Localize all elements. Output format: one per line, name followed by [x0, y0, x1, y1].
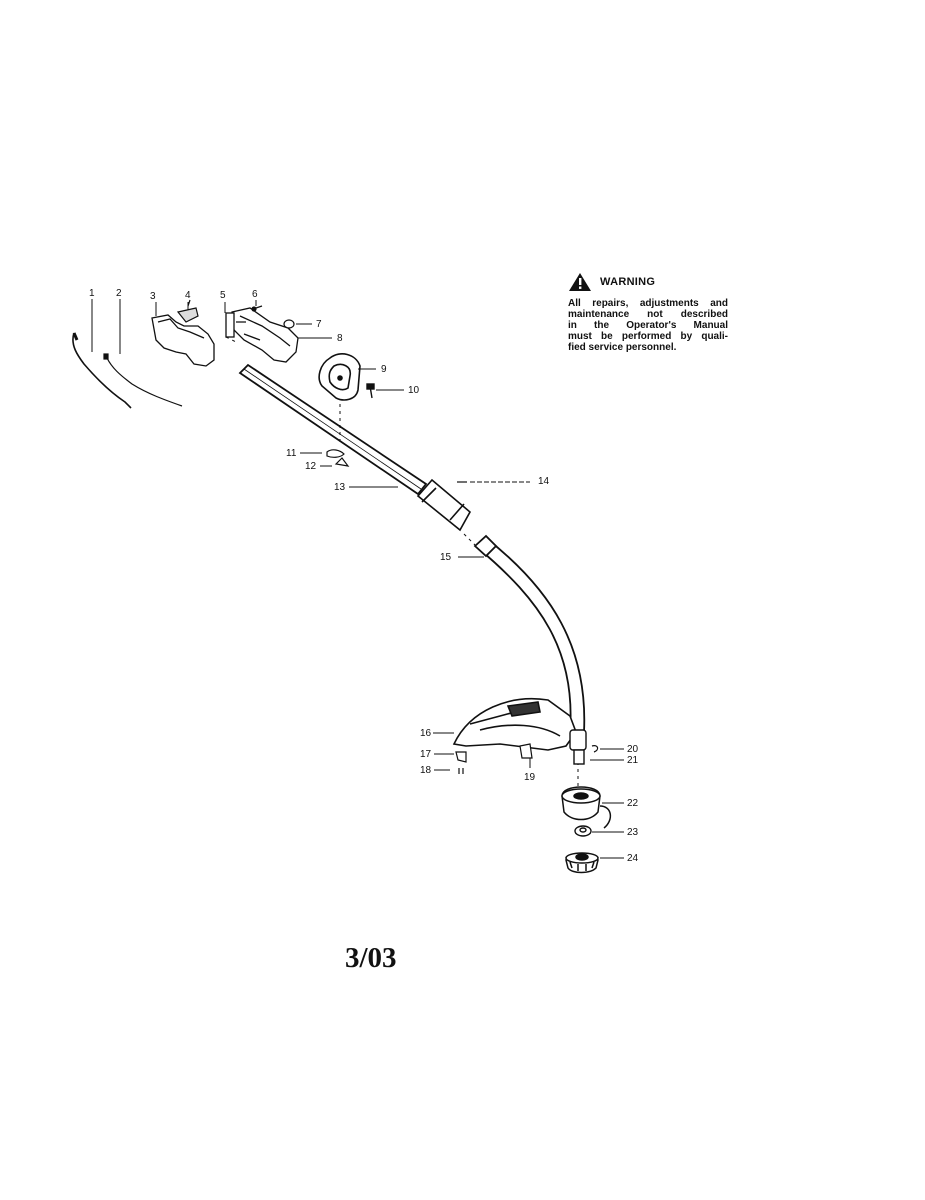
callout-24: 24: [627, 853, 639, 864]
warning-notice: WARNING All repairs, adjustments and mai…: [568, 272, 728, 353]
callout-numbers: 1 2 3 4 5 6 7 8 9 10 11 12 13 14 15 16 1…: [89, 288, 639, 864]
callout-18: 18: [420, 765, 432, 776]
date-code: 3/03: [345, 942, 397, 974]
part-line-cutter: [519, 743, 533, 759]
callout-22: 22: [627, 798, 639, 809]
part-bump-knob: [565, 852, 599, 874]
part-bolt: [366, 383, 375, 399]
part-gearhead: [569, 729, 587, 765]
part-wing-nut: [334, 457, 350, 467]
warning-triangle-icon: [569, 273, 591, 291]
part-trimmer-head: [561, 786, 612, 829]
part-guard-clip: [455, 751, 467, 763]
warning-line: must be performed by quali-: [568, 331, 728, 342]
part-knob: [326, 449, 345, 458]
callout-5: 5: [220, 290, 226, 301]
part-shaft-lower-curved: [473, 534, 586, 733]
callout-19: 19: [524, 772, 536, 783]
callout-6: 6: [252, 289, 258, 300]
warning-line: maintenance not described: [568, 309, 728, 320]
callout-4: 4: [185, 290, 191, 301]
callout-16: 16: [420, 728, 432, 739]
callout-13: 13: [334, 482, 346, 493]
callout-1: 1: [89, 288, 95, 299]
warning-text: All repairs, adjustments and maintenance…: [568, 298, 728, 353]
part-handle-cover: [225, 307, 299, 363]
callout-23: 23: [627, 827, 639, 838]
part-nut: [283, 319, 295, 329]
callout-8: 8: [337, 333, 343, 344]
part-washer: [574, 825, 592, 837]
part-shaft-coupler: [416, 478, 472, 532]
part-clip: [591, 745, 599, 753]
warning-title: WARNING: [600, 276, 656, 288]
callout-3: 3: [150, 291, 156, 302]
part-debris-guard: [452, 698, 577, 751]
callout-15: 15: [440, 552, 452, 563]
warning-header: WARNING: [568, 272, 728, 292]
callout-12: 12: [305, 461, 317, 472]
warning-line: fied service personnel.: [568, 342, 677, 353]
callout-leaders: [91, 299, 624, 859]
callout-2: 2: [116, 288, 122, 299]
callout-10: 10: [408, 385, 420, 396]
callout-14: 14: [538, 476, 550, 487]
callout-21: 21: [627, 755, 639, 766]
part-throttle-cable: [72, 332, 132, 409]
warning-line: in the Operator's Manual: [568, 320, 728, 331]
part-screw-small: [251, 305, 263, 312]
callout-17: 17: [420, 749, 432, 760]
warning-line: All repairs, adjustments and: [568, 298, 728, 309]
part-handle-housing: [151, 314, 215, 367]
part-shaft-upper: [238, 363, 428, 496]
callout-7: 7: [316, 319, 322, 330]
part-guard-screw: [458, 768, 464, 774]
part-ignition-wire: [103, 353, 183, 407]
part-assist-handle: [318, 353, 361, 401]
callout-20: 20: [627, 744, 639, 755]
callout-9: 9: [381, 364, 387, 375]
callout-11: 11: [286, 448, 297, 459]
